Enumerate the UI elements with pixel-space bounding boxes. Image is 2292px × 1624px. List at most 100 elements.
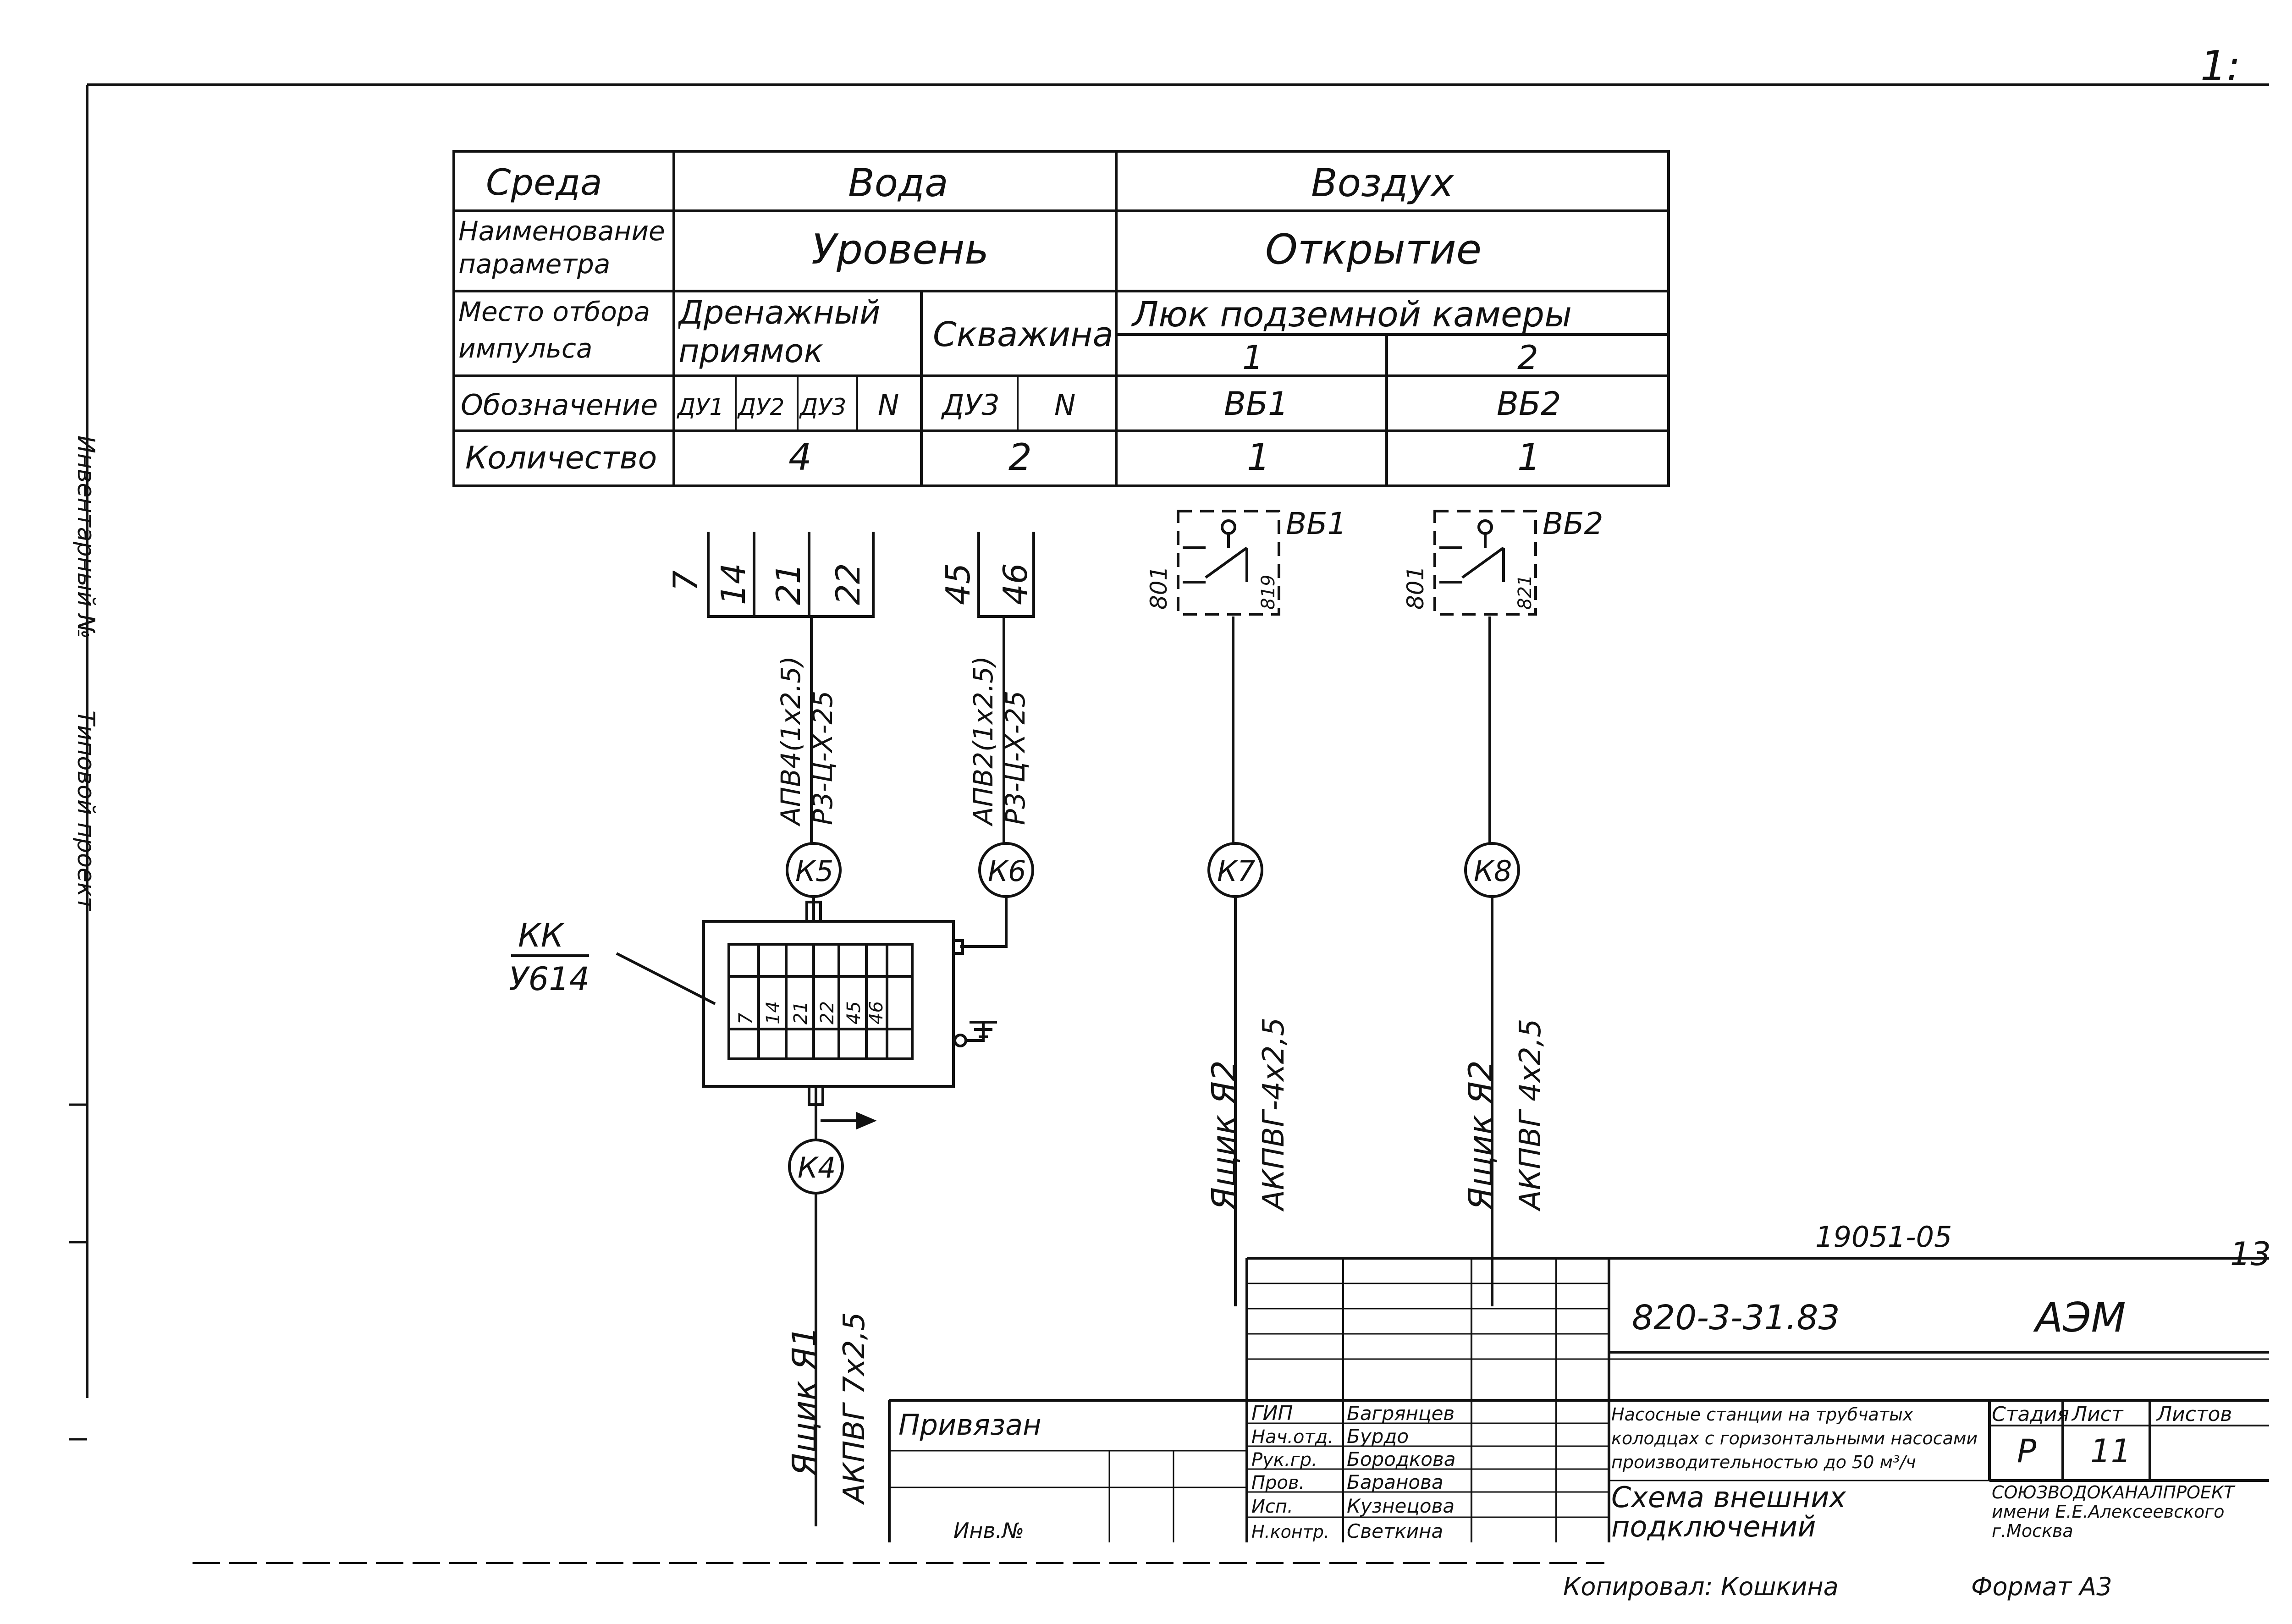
jb-terminal-45: 45 [843, 1001, 865, 1024]
name-checked: Баранова [1347, 1471, 1444, 1493]
sheets-label: Листов [2156, 1403, 2232, 1426]
node-k8: К8 [1474, 854, 1512, 888]
place-drain-box: Дренажный приямок [678, 294, 881, 370]
bound-label: Привязан [898, 1408, 1041, 1442]
row-label-medium: Среда [486, 162, 602, 204]
cable-node-labels: К5 К6 К7 К8 К4 [795, 854, 1512, 1184]
cable-mid-line2: Р3-Ц-Х-25 [1000, 691, 1031, 825]
title-block-text: 19051-05 820-3-31.83 АЭМ Привязан Инв.№ … [898, 1220, 2235, 1601]
junction-box-terminals: 7 14 21 22 45 46 [735, 1001, 887, 1024]
designation-n: N [878, 388, 899, 422]
inventory-label: Инв.№ [953, 1518, 1024, 1543]
terminal-7: 7 [666, 570, 705, 591]
k7-cable: АКПВГ-4x2,5 [1257, 1018, 1291, 1212]
sheet-title-box: Схема внешних подключений [1611, 1483, 1846, 1541]
jb-terminal-22: 22 [817, 1001, 838, 1024]
node-k6: К6 [988, 854, 1026, 888]
row-label-designation: Обозначение [461, 388, 658, 422]
jb-terminal-21: 21 [790, 1001, 811, 1024]
row-label-quantity: Количество [465, 440, 657, 476]
sheet-value: 11 [2090, 1432, 2131, 1470]
name-gip: Багрянцев [1347, 1402, 1455, 1425]
role-executed: Исп. [1251, 1496, 1293, 1517]
junction-box-label-top: КК [518, 917, 565, 954]
designation-du2: ДУ2 [737, 394, 784, 420]
node-k4: К4 [798, 1151, 836, 1184]
cable-nodes [786, 842, 1520, 1195]
param-open: Открытие [1265, 226, 1482, 274]
name-norm-control: Светкина [1347, 1520, 1443, 1542]
role-group-lead: Рук.гр. [1251, 1449, 1317, 1470]
sheet-title: Схема внешних подключений [1611, 1483, 1846, 1541]
cable-mid-line1: АПВ2(1x2.5) [968, 656, 999, 827]
designation-du3: ДУ3 [799, 394, 846, 420]
sensor-vb2-symbol [1433, 510, 1537, 843]
designation-vb2: ВБ2 [1497, 385, 1561, 423]
designation-du3-well: ДУ3 [941, 388, 1000, 422]
terminal-22: 22 [829, 563, 867, 605]
role-norm-control: Н.контр. [1251, 1522, 1329, 1542]
terminal-45: 45 [939, 563, 977, 605]
project-title: Насосные станции на трубчатых колодцах с… [1611, 1404, 1978, 1472]
margin-label-top: Инвентарный № [72, 435, 99, 639]
name-executed: Кузнецова [1347, 1495, 1455, 1517]
project-title-box: Насосные станции на трубчатых колодцах с… [1611, 1404, 1978, 1472]
cable-left-line1: АПВ4(1x2.5) [775, 656, 806, 827]
designation-du1: ДУ1 [677, 394, 724, 420]
node-k7: К7 [1217, 854, 1255, 888]
doc-number: 820-3-31.83 [1632, 1298, 1840, 1338]
quantity-drain: 4 [788, 436, 812, 479]
sensor-vb1-label: ВБ1 [1286, 506, 1347, 541]
sheet-label: Лист [2071, 1403, 2124, 1426]
junction-box [616, 920, 955, 1088]
terminal-strips [707, 532, 1035, 843]
name-head-dept: Бурдо [1347, 1425, 1409, 1448]
role-gip: ГИП [1251, 1402, 1293, 1425]
name-group-lead: Бородкова [1347, 1448, 1455, 1470]
table-row-labels: Среда Наименование параметра Место отбор… [458, 162, 665, 476]
sensor-vb1-terminal-right: 819 [1258, 575, 1279, 610]
k4-cable: АКПВГ 7x2,5 [837, 1312, 871, 1505]
row-label-place-box: Место отбора импульса [458, 296, 650, 364]
organization-box: СОЮЗВОДОКАНАЛПРОЕКТ имени Е.Е.Алексеевск… [1992, 1483, 2235, 1541]
node-k5: К5 [795, 854, 833, 888]
param-level: Уровень [811, 226, 989, 274]
terminal-labels: 7 14 21 22 45 46 [666, 563, 1035, 605]
cable-destination-labels: Ящик Я2 АКПВГ-4x2,5 Ящик Я2 АКПВГ 4x2,5 … [785, 1018, 1548, 1505]
organization: СОЮЗВОДОКАНАЛПРОЕКТ имени Е.Е.Алексеевск… [1992, 1483, 2235, 1541]
sensor-vb2-terminal-right: 821 [1515, 575, 1536, 610]
copied-by: Копировал: Кошкина [1563, 1572, 1839, 1601]
row-label-place: Место отбора импульса [458, 296, 650, 364]
sensor-vb2-terminal-left: 801 [1402, 566, 1429, 610]
side-page-mark: 13 [2230, 1235, 2271, 1273]
cable-left-line2: Р3-Ц-Х-25 [807, 691, 838, 825]
sensor-vb1-terminal-left: 801 [1146, 566, 1172, 610]
k8-box: Ящик Я2 [1461, 1060, 1500, 1211]
hatch-number-1: 1 [1242, 338, 1263, 377]
table-values: Вода Воздух Уровень Открытие Дренажный п… [677, 160, 1572, 479]
k4-box: Ящик Я1 [785, 1326, 824, 1476]
jb-terminal-7: 7 [735, 1013, 756, 1024]
k8-cable: АКПВГ 4x2,5 [1514, 1018, 1548, 1212]
sensor-vb2-label: ВБ2 [1543, 506, 1603, 541]
quantity-hatch-2: 1 [1517, 436, 1541, 479]
doc-code: АЭМ [2033, 1294, 2126, 1341]
terminal-14: 14 [714, 563, 753, 605]
place-hatch: Люк подземной камеры [1131, 294, 1572, 335]
row-label-parameter-box: Наименование параметра [458, 215, 665, 280]
stage-label: Стадия [1992, 1403, 2069, 1426]
hatch-number-2: 2 [1517, 338, 1538, 377]
designation-vb1: ВБ1 [1224, 385, 1289, 423]
medium-water: Вода [848, 160, 948, 205]
corner-sheet-mark: 1: [2200, 42, 2241, 90]
row-label-parameter: Наименование параметра [458, 215, 665, 280]
place-well: Скважина [933, 315, 1113, 354]
sensor-vb1-symbol [1177, 510, 1280, 843]
doc-top-number: 19051-05 [1815, 1220, 1952, 1254]
stage-value: Р [2017, 1432, 2037, 1470]
role-checked: Пров. [1251, 1472, 1305, 1493]
junction-box-label-bottom: У614 [509, 960, 590, 998]
quantity-well: 2 [1008, 436, 1032, 479]
sheet-format: Формат А3 [1971, 1572, 2112, 1601]
place-drain: Дренажный приямок [678, 294, 881, 370]
